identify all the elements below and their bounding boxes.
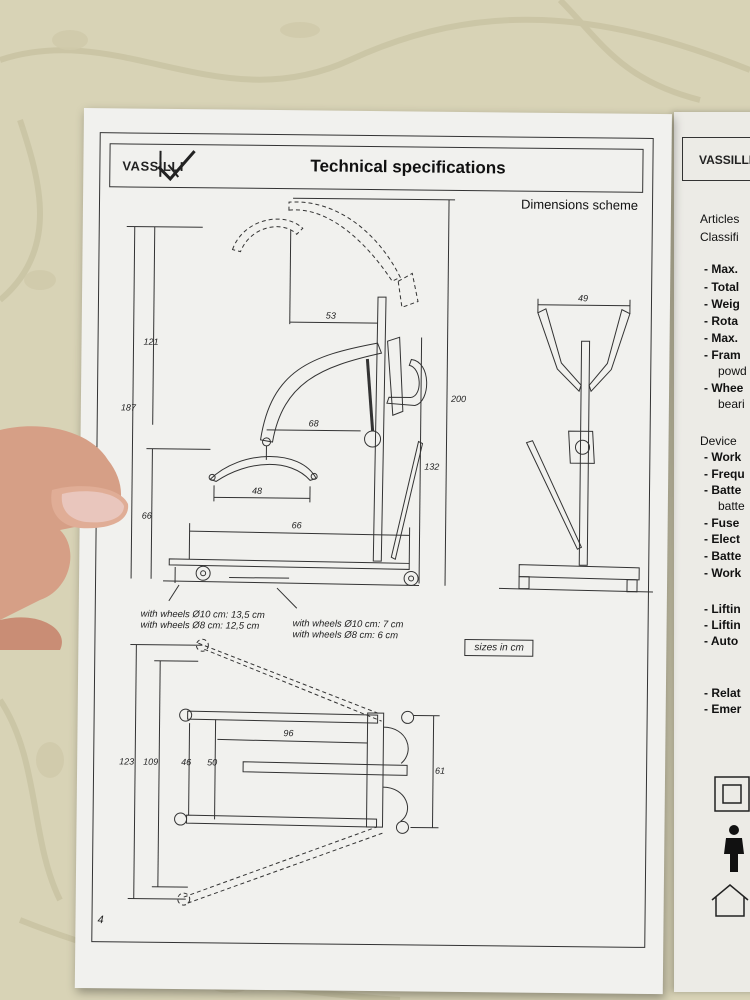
boom	[259, 342, 383, 443]
push-handle	[386, 358, 428, 406]
wheel-note-left: with wheels Ø10 cm: 13,5 cm with wheels …	[140, 608, 265, 632]
dim-66-vertical: 66	[142, 511, 152, 521]
right-page-line: - Liftin	[704, 602, 741, 616]
dim-96: 96	[283, 728, 293, 738]
dimensions-drawing: 53 121 187 200 132 68 48 66 66 49 96 123…	[119, 197, 653, 906]
right-page-line: Classifi	[700, 230, 739, 244]
dim-121: 121	[144, 337, 159, 347]
front-base	[518, 564, 640, 581]
right-page-line: - Max.	[704, 262, 739, 276]
right-page-line: - Fuse	[704, 516, 740, 530]
spreader-bar	[209, 455, 317, 482]
right-page-line: - Fram	[704, 348, 741, 362]
right-page-line: - Auto	[704, 634, 739, 648]
dim-187: 187	[121, 402, 137, 412]
right-page-line: - Work	[704, 450, 742, 464]
dim-61: 61	[435, 766, 445, 776]
front-mast	[578, 340, 591, 566]
sizes-in-cm-box: sizes in cm	[464, 639, 534, 657]
right-page-line: Device	[700, 434, 737, 448]
right-page-line: - Frequ	[704, 467, 745, 481]
manual-page: VASSILLI Technical specifications Dimens…	[74, 108, 672, 995]
right-page-line: - Relat	[704, 686, 741, 700]
right-page-line: - Batte	[704, 549, 742, 563]
right-page-line: - Elect	[704, 532, 741, 546]
vassilli-logo-icon	[157, 150, 196, 182]
page-header: VASSILLI Technical specifications	[109, 143, 644, 193]
dim-50: 50	[207, 757, 217, 767]
dim-53: 53	[326, 311, 336, 321]
dim-49: 49	[578, 293, 588, 303]
right-page-line: - Weig	[704, 297, 740, 311]
front-lever	[525, 440, 583, 550]
front-wheel	[403, 570, 419, 586]
base-frame	[168, 558, 410, 570]
wheel-note-right: with wheels Ø10 cm: 7 cm with wheels Ø8 …	[292, 618, 404, 642]
dim-66-horizontal: 66	[292, 520, 302, 530]
top-view	[127, 638, 440, 906]
dim-123: 123	[119, 756, 134, 766]
actuator-motor	[364, 430, 382, 448]
floor-line	[163, 580, 420, 587]
right-page-line: - Rota	[704, 314, 738, 328]
raised-position	[231, 201, 419, 309]
box-symbol-icon	[714, 776, 750, 812]
hand-holding-page	[0, 426, 129, 650]
rear-wheel	[195, 565, 211, 581]
dim-46: 46	[181, 757, 191, 767]
dim-109: 109	[143, 757, 158, 767]
right-page-line: Articles	[700, 212, 740, 226]
page-number: 4	[97, 914, 104, 927]
dim-48: 48	[252, 486, 262, 496]
dim-68: 68	[309, 418, 319, 428]
right-page-line: - Total	[704, 280, 740, 294]
pump-lever	[390, 440, 424, 561]
right-page-line: - Emer	[704, 702, 742, 716]
dim-132: 132	[424, 462, 439, 472]
dim-200: 200	[450, 394, 466, 404]
right-page-line: - Whee	[704, 381, 744, 395]
right-page-line: beari	[718, 397, 745, 411]
right-page-logo: VASSILLI	[699, 153, 750, 167]
mast	[372, 296, 387, 562]
right-page-line: - Work	[704, 566, 742, 580]
right-page-line: powd	[718, 364, 747, 378]
right-page-header: VASSILLI	[682, 137, 750, 181]
right-page-line: - Liftin	[704, 618, 741, 632]
person-symbol-icon	[724, 825, 744, 872]
right-page-line: - Batte	[704, 483, 742, 497]
house-symbol-icon	[711, 884, 749, 917]
right-page-line: - Max.	[704, 331, 739, 345]
right-page-line: batte	[718, 499, 745, 513]
fingernail	[61, 491, 124, 523]
